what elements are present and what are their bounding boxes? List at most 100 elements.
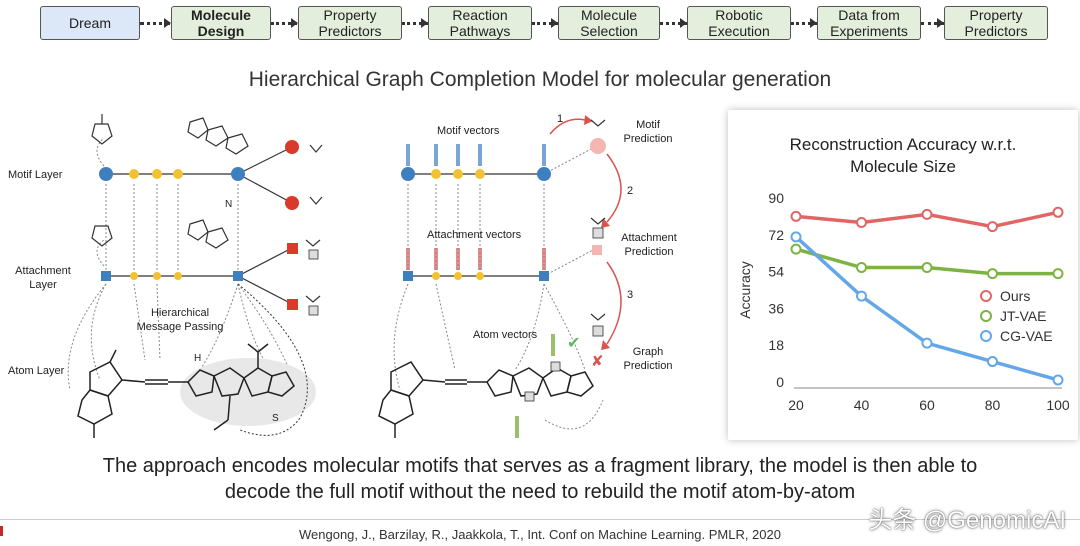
atom-label-h: H — [194, 353, 202, 364]
data-point — [856, 262, 867, 274]
atom-layer-label: Atom Layer — [8, 365, 65, 377]
cross-icon: ✘ — [591, 352, 604, 370]
data-point — [1052, 268, 1064, 280]
hierarchy-graph — [67, 114, 323, 438]
pipeline-connector — [660, 22, 687, 25]
motif-vectors-label: Motif vectors — [437, 125, 500, 137]
footer-accent — [0, 526, 3, 536]
arrow-right-icon — [291, 18, 298, 28]
x-tick-label: 60 — [919, 397, 935, 413]
data-point — [987, 356, 998, 368]
arrow-right-icon — [164, 18, 171, 28]
motif-node — [129, 169, 139, 179]
footer-divider — [0, 519, 1080, 520]
description: The approach encodes molecular motifs th… — [0, 453, 1080, 505]
y-tick-label: 54 — [768, 264, 784, 280]
motif-node — [285, 140, 299, 154]
data-point — [790, 231, 802, 243]
legend-marker — [980, 290, 992, 302]
pipeline-connector — [921, 22, 944, 25]
attachment-node — [174, 272, 182, 280]
pipeline-step-label: Dream — [68, 15, 111, 31]
x-tick-label: 80 — [985, 397, 1001, 413]
data-point — [856, 290, 867, 302]
legend-label: CG-VAE — [1000, 328, 1053, 344]
step-3-label: 3 — [627, 289, 634, 301]
atom-label-s: S — [272, 413, 279, 424]
y-axis-label: Accuracy — [737, 261, 753, 319]
attachment-node — [101, 271, 111, 281]
attachment-node — [233, 271, 243, 281]
data-point — [987, 268, 998, 280]
x-tick-label: 100 — [1046, 397, 1070, 413]
arrow-right-icon — [680, 18, 687, 28]
arrow-right-icon — [937, 18, 944, 28]
watermark: 头条 @GenomicAI — [868, 507, 1066, 534]
y-tick-label: 18 — [768, 337, 784, 353]
arrow-right-icon — [421, 18, 428, 28]
step-2-label: 2 — [627, 185, 634, 197]
pipeline-connector — [402, 22, 428, 25]
pipeline-connector — [791, 22, 817, 25]
legend-label: JT-VAE — [1000, 308, 1046, 324]
attachment-vectors-label: Attachment vectors — [427, 229, 522, 241]
page-title: Hierarchical Graph Completion Model for … — [248, 68, 832, 91]
step-1-label: 1 — [557, 113, 564, 125]
data-point — [856, 217, 867, 229]
attachment-node — [130, 272, 138, 280]
description-line: decode the full motif without the need t… — [224, 481, 856, 503]
atom-vectors-label: Atom vectors — [473, 329, 538, 341]
accuracy-chart-panel: Reconstruction Accuracy w.r.t.Molecule S… — [728, 110, 1078, 440]
atom-label-n: N — [225, 199, 233, 210]
predicted-motif-node — [590, 138, 606, 154]
arrow-right-icon — [810, 18, 817, 28]
attachment-node — [287, 299, 298, 310]
data-point — [921, 337, 933, 349]
legend-marker — [980, 310, 992, 322]
motif-node — [231, 167, 245, 181]
check-icon: ✔ — [567, 333, 580, 352]
motif-layer-label: Motif Layer — [8, 169, 63, 181]
highlight-region — [180, 358, 316, 426]
attachment-node — [153, 272, 161, 280]
x-tick-label: 40 — [854, 397, 870, 413]
molecule-structure-icon — [77, 343, 295, 438]
motif-vector-stacks — [406, 144, 555, 438]
citation: Wengong, J., Barzilay, R., Jaakkola, T.,… — [299, 527, 781, 542]
data-point — [790, 210, 802, 222]
legend-label: Ours — [1000, 288, 1030, 304]
prediction-diagram: ✔ ✘ Motif vectors Attachment vectors Ato… — [345, 100, 705, 450]
pipeline-connector — [140, 22, 170, 25]
x-tick-label: 20 — [788, 397, 804, 413]
data-point — [1052, 206, 1064, 218]
description-line: The approach encodes molecular motifs th… — [102, 455, 978, 477]
predicted-attachment-node — [592, 245, 602, 255]
motif-node — [152, 169, 162, 179]
motif-node — [99, 167, 113, 181]
y-tick-label: 36 — [768, 300, 784, 316]
data-point — [921, 208, 933, 220]
chart-title: Reconstruction Accuracy w.r.t.Molecule S… — [789, 135, 1017, 176]
molecule-motif-icon — [91, 114, 323, 303]
pipeline-connector — [271, 22, 297, 25]
